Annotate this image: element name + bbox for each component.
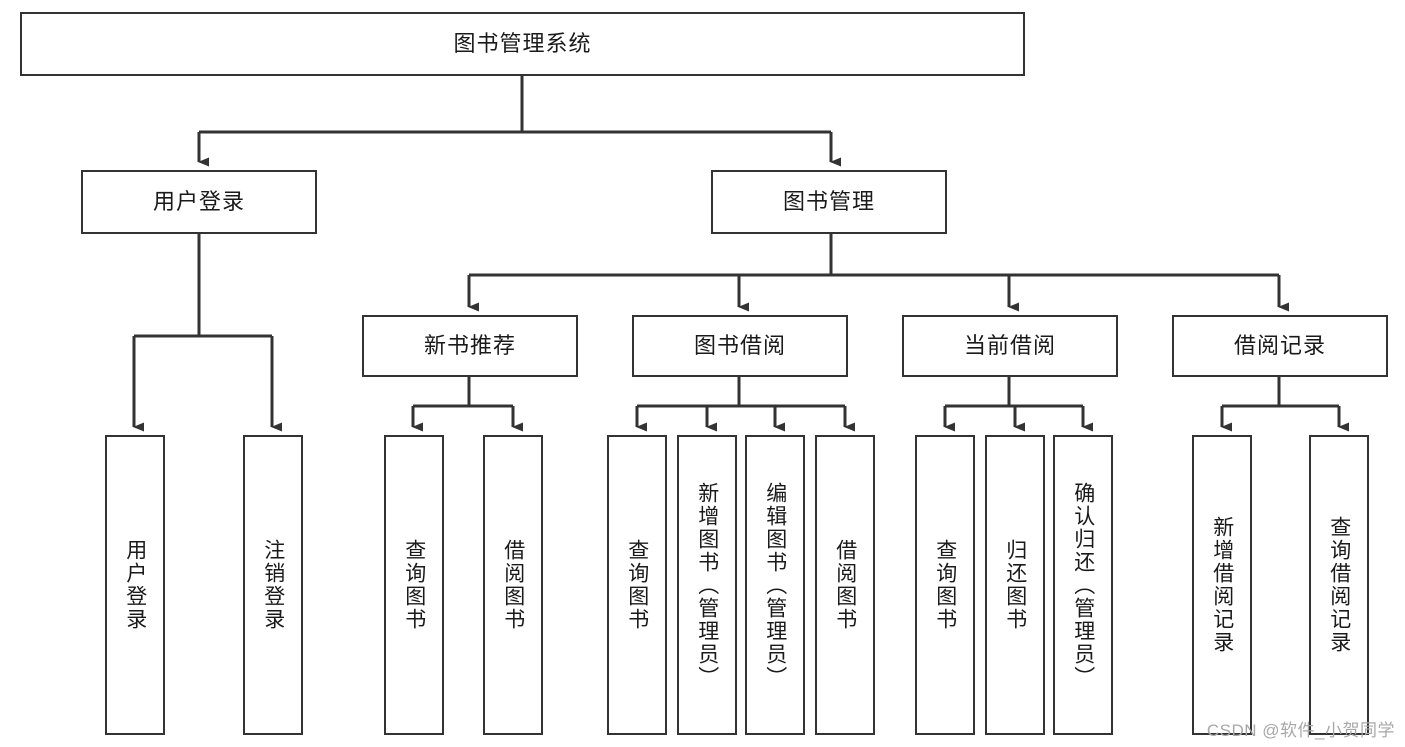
node-label: 当前借阅 — [963, 332, 1056, 358]
node-label: 借阅图书 — [833, 539, 857, 631]
node-label: 借阅图书 — [501, 539, 525, 631]
node-label: 图书管理系统 — [453, 30, 592, 56]
node-label: 新书推荐 — [423, 332, 516, 358]
node-label: 注销登录 — [261, 539, 285, 631]
node-label: 归还图书 — [1003, 539, 1027, 631]
leaf-query-book-current[interactable]: 查询图书 — [915, 435, 975, 735]
node-root-library-system[interactable]: 图书管理系统 — [20, 12, 1025, 76]
leaf-user-login[interactable]: 用户登录 — [105, 435, 165, 735]
node-label: 查询图书 — [933, 539, 957, 631]
node-label: 借阅记录 — [1233, 332, 1326, 358]
node-label: 图书借阅 — [693, 332, 786, 358]
node-user-login[interactable]: 用户登录 — [81, 170, 317, 234]
leaf-query-borrow-record[interactable]: 查询借阅记录 — [1309, 435, 1369, 735]
node-book-management[interactable]: 图书管理 — [711, 170, 947, 234]
node-label: 图书管理 — [782, 188, 875, 214]
leaf-add-borrow-record[interactable]: 新增借阅记录 — [1192, 435, 1252, 735]
node-label: 新增图书（管理员） — [695, 481, 719, 689]
node-label: 用户登录 — [123, 539, 147, 631]
leaf-borrow-book[interactable]: 借阅图书 — [815, 435, 875, 735]
leaf-borrow-book-new[interactable]: 借阅图书 — [483, 435, 543, 735]
node-label: 用户登录 — [152, 188, 245, 214]
leaf-query-book-new[interactable]: 查询图书 — [384, 435, 444, 735]
node-borrow-record[interactable]: 借阅记录 — [1172, 315, 1388, 377]
node-label: 新增借阅记录 — [1210, 516, 1234, 654]
node-label: 查询图书 — [402, 539, 426, 631]
leaf-return-book[interactable]: 归还图书 — [985, 435, 1045, 735]
watermark-text: CSDN @软件_小贺同学 — [1206, 721, 1395, 740]
node-current-borrow[interactable]: 当前借阅 — [902, 315, 1118, 377]
leaf-confirm-return-admin[interactable]: 确认归还（管理员） — [1053, 435, 1113, 735]
leaf-logout[interactable]: 注销登录 — [243, 435, 303, 735]
node-label: 查询图书 — [625, 539, 649, 631]
node-new-book-recommend[interactable]: 新书推荐 — [362, 315, 578, 377]
node-label: 编辑图书（管理员） — [763, 481, 787, 689]
leaf-edit-book-admin[interactable]: 编辑图书（管理员） — [745, 435, 805, 735]
node-book-borrow[interactable]: 图书借阅 — [632, 315, 848, 377]
leaf-add-book-admin[interactable]: 新增图书（管理员） — [677, 435, 737, 735]
node-label: 查询借阅记录 — [1327, 516, 1351, 654]
node-label: 确认归还（管理员） — [1071, 481, 1095, 689]
leaf-query-book-borrow[interactable]: 查询图书 — [607, 435, 667, 735]
